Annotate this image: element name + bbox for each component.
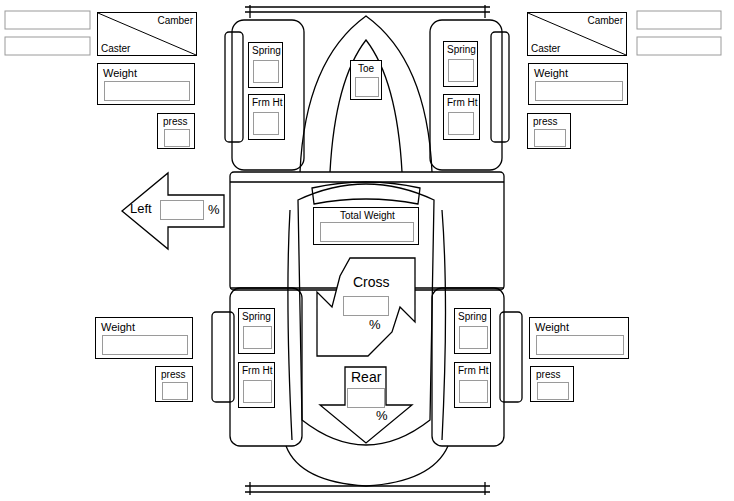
frame-height-box: Frm Ht [248,94,285,140]
field-label: Spring [447,44,476,55]
entry-field [448,59,474,82]
field-label: press [163,116,187,127]
weight-box: Weight [528,63,628,105]
field-label: Left [130,202,152,216]
nose [330,40,402,172]
field-label: Cross [353,275,390,290]
front-pod [430,20,502,170]
nose [300,16,432,172]
field-label: press [536,369,560,380]
field-label: Frm Ht [458,365,489,376]
field-label: Total Weight [340,210,395,221]
field-label: Spring [242,311,271,322]
entry-field [162,382,188,400]
frame-height-box: Frm Ht [238,362,275,408]
entry-field [5,11,90,29]
toe-box: Toe [350,60,382,100]
tire [212,312,234,402]
cross-arrow [317,258,415,356]
frame-height-box: Frm Ht [454,362,491,408]
entry-field [535,81,623,101]
entry-field [537,382,569,400]
field-label: Caster [531,43,560,54]
field-label: Toe [358,63,374,74]
spring-box: Spring [248,42,283,88]
field-label: Frm Ht [447,97,478,108]
entry-field [459,326,488,349]
entry-field [104,81,190,101]
rear-percent-arrow: Rear% [320,367,412,443]
car-outline [212,5,522,495]
field-label: Weight [103,67,137,79]
left-arrow [122,173,224,249]
rear-pod [230,288,302,446]
diagonal-line [528,13,626,55]
field-label: press [161,369,185,380]
field-label: Camber [157,15,193,26]
entry-field [459,380,488,403]
pressure-box: press [157,113,195,149]
entry-field [253,60,279,83]
rear-wing [245,482,490,495]
arrows [122,173,415,443]
field-label: Camber [587,15,623,26]
tire [225,32,243,142]
front-wing [245,5,490,18]
total-weight-box: Total Weight [313,207,419,245]
entry-field [355,77,379,97]
entry-field [253,112,279,135]
entry-field [347,388,385,408]
field-label: Frm Ht [252,97,283,108]
field-label: % [376,409,388,423]
weight-box: Weight [529,317,629,359]
field-label: Weight [101,321,135,333]
cockpit [298,184,434,445]
rear-body [286,446,448,486]
pressure-box: press [155,366,193,402]
entry-field [637,11,721,29]
spring-box: Spring [454,308,491,354]
entry-field [637,37,721,55]
field-label: Spring [252,45,281,56]
entry-field [320,222,414,242]
field-label: % [208,203,220,217]
field-label: % [369,318,381,332]
entry-field [448,112,474,135]
field-label: Caster [101,43,130,54]
entry-field [343,296,389,316]
rear-pod [432,288,504,446]
cross-percent-arrow: Cross% [317,258,415,356]
diagonal-line [98,13,196,55]
tire [500,312,522,402]
left-percent-arrow: Left% [122,173,224,249]
weight-box: Weight [97,63,195,105]
pressure-box: press [530,366,574,402]
dash [312,182,420,204]
front-pod [232,20,304,170]
spring-box: Spring [443,41,478,87]
field-label: Spring [458,311,487,322]
field-label: Weight [535,321,569,333]
entry-field [160,200,204,220]
entry-field [243,326,272,349]
pressure-box: press [527,113,571,149]
tire [491,32,509,142]
entry-field [534,129,566,147]
rear-arrow [320,367,412,443]
camber-caster-box: CamberCaster [97,12,197,56]
entry-field [536,335,624,355]
field-label: Frm Ht [242,365,273,376]
entry-field [164,129,190,147]
entry-field [243,380,272,403]
spring-box: Spring [238,308,275,354]
field-label: press [533,116,557,127]
camber-caster-box: CamberCaster [527,12,627,56]
frame-height-box: Frm Ht [443,94,480,140]
field-label: Weight [534,67,568,79]
weight-box: Weight [95,317,193,359]
field-label: Rear [351,370,381,385]
entry-field [5,37,90,55]
entry-field [102,335,188,355]
